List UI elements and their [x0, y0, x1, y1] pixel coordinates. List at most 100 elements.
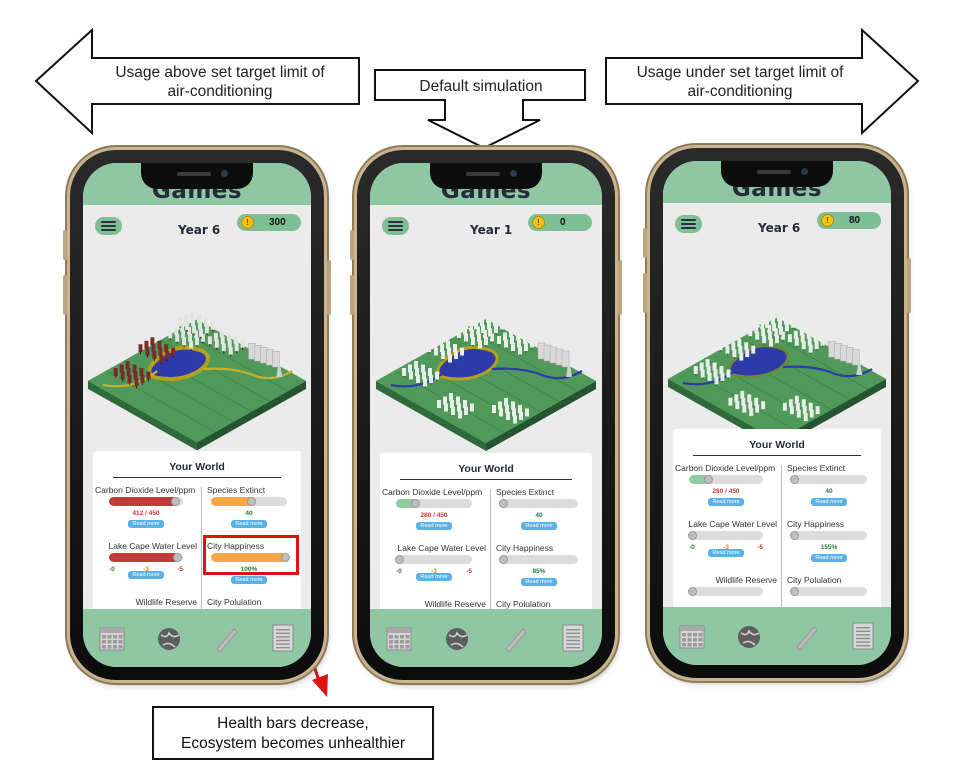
tree	[476, 326, 480, 335]
tree	[158, 347, 163, 356]
tree	[737, 338, 742, 347]
species-stat-handle[interactable]	[246, 497, 256, 506]
tree	[127, 374, 132, 383]
menu-icon[interactable]	[382, 217, 409, 235]
tree	[720, 372, 725, 381]
tree	[740, 390, 745, 399]
tree	[714, 376, 719, 385]
tree	[470, 403, 474, 412]
species-stat-label: Species Extinct	[207, 485, 266, 495]
calendar-icon[interactable]	[678, 621, 706, 651]
tree	[458, 410, 462, 419]
tree	[182, 337, 187, 346]
wildlife-stat-bar	[689, 587, 763, 596]
water-stat-read-more-button[interactable]: Read more	[416, 573, 452, 581]
document-icon[interactable]	[559, 623, 587, 653]
coin-icon: !	[821, 214, 834, 227]
tree	[770, 309, 775, 318]
co2-stat-read-more-button[interactable]: Read more	[708, 498, 744, 506]
tree	[760, 321, 765, 330]
tree	[210, 321, 215, 330]
calendar-icon[interactable]	[98, 623, 126, 653]
co2-stat-read-more-button[interactable]: Read more	[128, 520, 164, 528]
water-delta: -0	[396, 568, 402, 575]
species-stat-handle[interactable]	[790, 475, 799, 484]
tree	[470, 330, 474, 338]
species-stat-read-more-button[interactable]: Read more	[231, 520, 267, 528]
tree	[706, 366, 711, 374]
pollution-stat: City Polulation	[787, 575, 875, 605]
tree	[159, 354, 164, 363]
globe-icon[interactable]	[443, 623, 471, 653]
co2-stat-label: Carbon Dioxide Level/ppm	[382, 487, 483, 497]
happiness-stat-label: City Happiness	[496, 543, 554, 553]
co2-stat-value: 280 / 450	[420, 512, 448, 519]
happiness-stat-handle[interactable]	[790, 531, 799, 540]
happiness-stat-handle[interactable]	[281, 553, 290, 562]
calendar-icon[interactable]	[385, 623, 413, 653]
tree	[415, 368, 419, 376]
tree	[497, 336, 501, 344]
species-stat-read-more-button[interactable]: Read more	[521, 522, 557, 530]
tree	[783, 316, 788, 325]
species-stat-bar	[500, 499, 578, 508]
water-deltas: -0-3-5	[689, 544, 763, 551]
tree	[498, 401, 502, 410]
tree	[769, 338, 774, 347]
co2-stat-fill	[109, 497, 178, 506]
tree	[145, 347, 150, 356]
water-stat-read-more-button[interactable]: Read more	[708, 549, 744, 557]
water-stat-bar	[396, 555, 472, 564]
globe-icon[interactable]	[735, 621, 763, 651]
tree	[443, 396, 447, 405]
tree	[474, 321, 478, 330]
pencil-icon[interactable]	[792, 621, 820, 651]
document-icon[interactable]	[849, 621, 877, 651]
tree	[464, 333, 468, 342]
wildlife-stat-handle[interactable]	[688, 587, 697, 596]
species-stat-handle[interactable]	[499, 499, 508, 508]
tree	[460, 347, 464, 356]
happiness-stat-read-more-button[interactable]: Read more	[521, 578, 557, 586]
water-stat-handle[interactable]	[395, 555, 404, 564]
tree	[194, 330, 198, 339]
menu-icon[interactable]	[95, 217, 122, 235]
menu-icon[interactable]	[675, 215, 702, 233]
species-stat-read-more-button[interactable]: Read more	[811, 498, 847, 506]
water-stat-handle[interactable]	[688, 531, 697, 540]
tree	[464, 407, 468, 415]
co2-stat-handle[interactable]	[703, 475, 713, 484]
tree	[787, 334, 792, 343]
water-deltas: -0-3-5	[396, 568, 472, 575]
building	[272, 350, 280, 368]
isometric-world-map	[667, 309, 887, 449]
tree	[518, 346, 522, 355]
tree	[180, 323, 185, 332]
co2-stat-handle[interactable]	[171, 497, 181, 506]
happiness-stat-read-more-button[interactable]: Read more	[811, 554, 847, 562]
co2-stat-handle[interactable]	[411, 499, 421, 508]
tree	[801, 399, 806, 408]
water-stat-handle[interactable]	[173, 553, 183, 562]
tree	[777, 313, 781, 321]
tree	[463, 400, 467, 408]
happiness-stat-read-more-button[interactable]: Read more	[231, 576, 267, 584]
phone-side-button	[643, 273, 647, 313]
tree	[457, 330, 461, 338]
globe-icon[interactable]	[155, 623, 183, 653]
water-stat-read-more-button[interactable]: Read more	[128, 571, 164, 579]
tree	[184, 315, 189, 323]
happiness-stat-handle[interactable]	[499, 555, 508, 564]
tree	[699, 362, 704, 371]
co2-stat-read-more-button[interactable]: Read more	[416, 522, 452, 530]
pencil-icon[interactable]	[212, 623, 240, 653]
tree	[748, 328, 753, 337]
document-icon[interactable]	[269, 623, 297, 653]
pollution-stat-handle[interactable]	[790, 587, 799, 596]
pencil-icon[interactable]	[501, 623, 529, 653]
tree	[790, 319, 795, 328]
species-stat-value: 40	[245, 510, 253, 517]
